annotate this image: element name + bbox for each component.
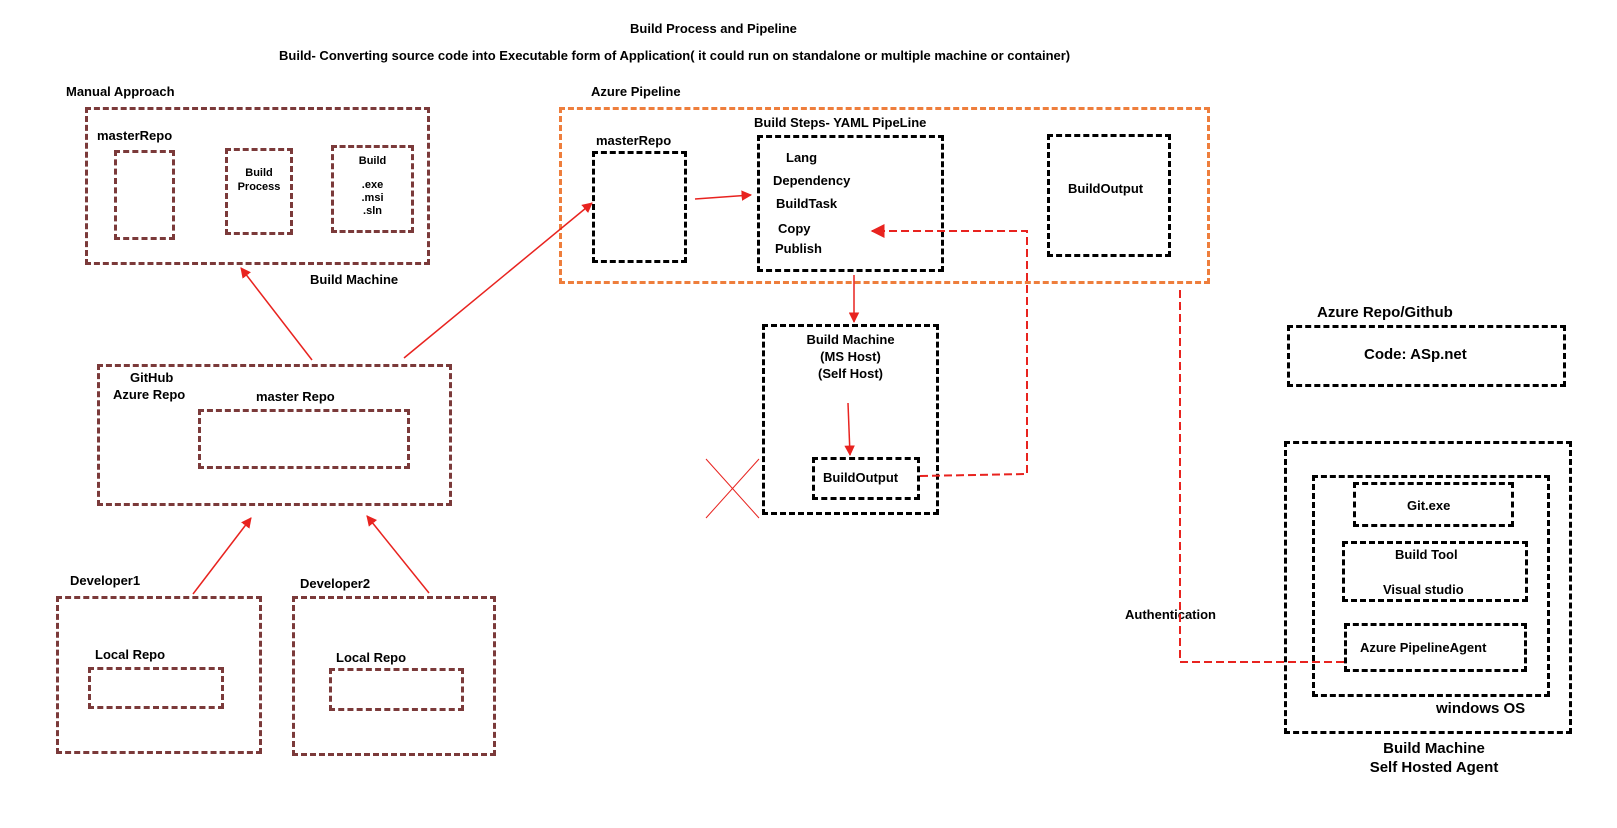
pipeline-build-output-box: [1047, 134, 1171, 257]
windows-os-label: windows OS: [1436, 700, 1526, 717]
git-exe-label: Git.exe: [1407, 498, 1451, 513]
pipeline-master-repo-box: [592, 151, 687, 263]
github-repo-box: [97, 364, 452, 506]
manual-ext-exe: .exe: [361, 179, 384, 191]
code-aspnet-label: Code: ASp.net: [1364, 346, 1467, 363]
step-publish: Publish: [775, 241, 822, 256]
cross-mark-a: [705, 458, 760, 519]
pipeline-build-output-label: BuildOutput: [1068, 181, 1144, 196]
step-dependency: Dependency: [773, 173, 851, 188]
developer2-label: Developer2: [300, 576, 371, 591]
manual-build-label: Build: [358, 155, 387, 167]
azure-repo-label: Azure Repo: [113, 387, 186, 402]
self-hosted-caption-2: Self Hosted Agent: [1369, 759, 1499, 776]
build-steps-box: [757, 135, 944, 272]
self-hosted-caption-1: Build Machine: [1383, 740, 1485, 757]
authentication-label: Authentication: [1125, 607, 1216, 622]
developer1-local-repo-box: [88, 667, 224, 709]
manual-ext-msi: .msi: [361, 192, 384, 204]
cross-mark-b: [705, 458, 760, 519]
manual-master-repo-box: [114, 150, 175, 240]
developer2-local-repo-box: [329, 668, 464, 711]
developer2-local-repo-label: Local Repo: [336, 650, 407, 665]
page-subtitle: Build- Converting source code into Execu…: [279, 48, 1071, 63]
manual-build-process-label-2: Process: [237, 181, 281, 193]
manual-build-machine-box: [85, 107, 430, 265]
azure-pipeline-title: Azure Pipeline: [591, 84, 681, 99]
self-host-label: (Self Host): [818, 366, 883, 381]
manual-build-machine-label: Build Machine: [310, 272, 399, 287]
pipeline-agent-label: Azure PipelineAgent: [1360, 640, 1487, 655]
step-copy: Copy: [778, 221, 811, 236]
build-steps-title: Build Steps- YAML PipeLine: [754, 115, 927, 130]
azure-repo-github-title: Azure Repo/Github: [1317, 304, 1453, 321]
ms-build-machine-label: Build Machine: [806, 332, 895, 347]
developer2-box: [292, 596, 496, 756]
arrow-dev2-to-github: [366, 515, 430, 594]
manual-build-output-box: [331, 145, 414, 233]
arrow-github-to-manual: [240, 267, 313, 361]
developer1-label: Developer1: [70, 573, 141, 588]
github-master-repo-box: [198, 409, 410, 469]
manual-build-process-label-1: Build: [245, 167, 273, 179]
github-master-repo-label: master Repo: [256, 389, 335, 404]
step-lang: Lang: [786, 150, 818, 165]
page-title: Build Process and Pipeline: [630, 21, 797, 36]
pipeline-master-repo-label: masterRepo: [596, 133, 672, 148]
step-buildtask: BuildTask: [776, 196, 838, 211]
visual-studio-label: Visual studio: [1383, 582, 1464, 597]
git-exe-box: [1353, 482, 1514, 527]
github-label: GitHub: [130, 370, 174, 385]
manual-approach-title: Manual Approach: [66, 84, 175, 99]
ms-build-output-label: BuildOutput: [823, 470, 899, 485]
manual-build-process-box: [225, 148, 293, 235]
developer1-box: [56, 596, 262, 754]
developer1-local-repo-label: Local Repo: [95, 647, 166, 662]
arrow-dev1-to-github: [192, 517, 252, 595]
ms-host-label: (MS Host): [820, 349, 881, 364]
ms-build-output-box: [812, 457, 920, 500]
manual-master-repo-label: masterRepo: [97, 128, 173, 143]
manual-ext-sln: .sln: [363, 205, 382, 217]
build-tool-label: Build Tool: [1395, 547, 1458, 562]
